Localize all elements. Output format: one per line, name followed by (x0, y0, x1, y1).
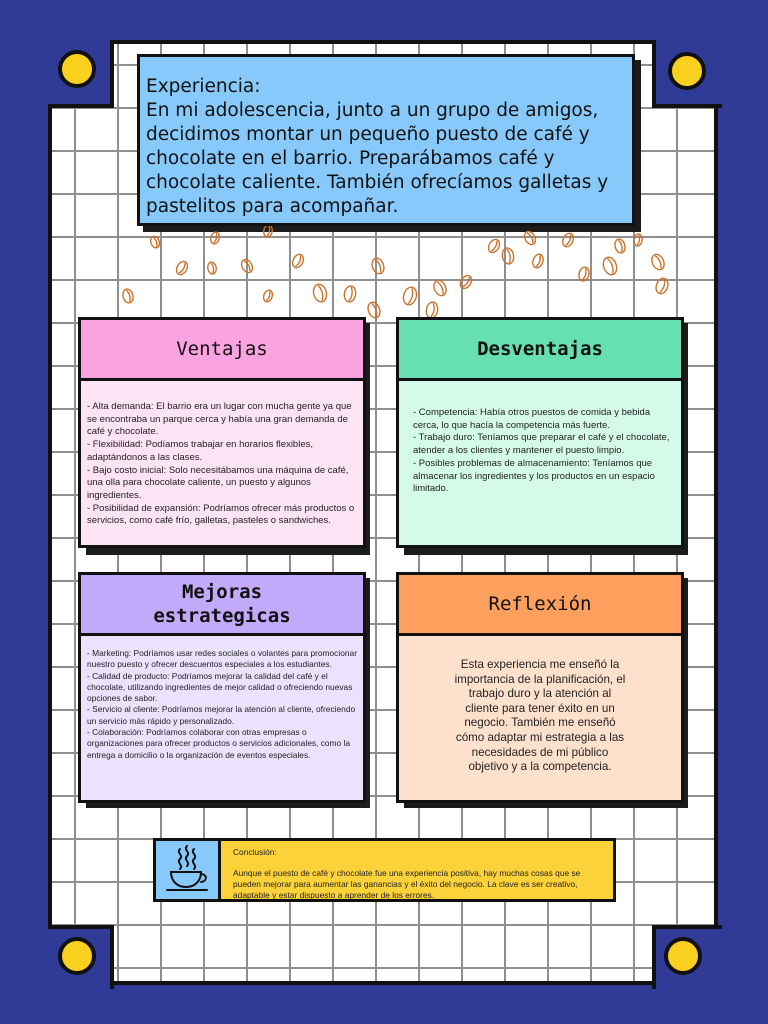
reflexion-body: Esta experiencia me enseñó la importanci… (396, 633, 684, 803)
ventajas-body: - Alta demanda: El barrio era un lugar c… (78, 378, 366, 548)
coffee-bean-icon (526, 232, 534, 244)
desventajas-title: Desventajas (477, 338, 603, 360)
desventajas-header: Desventajas (396, 317, 684, 381)
ventajas-title: Ventajas (176, 338, 268, 360)
reflexion-text: Esta experiencia me enseñó la importanci… (454, 658, 626, 774)
coffee-bean-icon (654, 255, 662, 269)
yellow-dot-icon (58, 50, 96, 88)
coffee-bean-icon (617, 239, 623, 252)
conclusion-label: Conclusión: (233, 847, 277, 857)
coffee-bean-icon (581, 268, 587, 281)
coffee-bean-icon (636, 234, 641, 246)
coffee-bean-icon (262, 289, 274, 303)
conclusion-box: Conclusión: Aunque el puesto de café y c… (218, 838, 616, 902)
list-item: - Posibles problemas de almacenamiento: … (413, 457, 655, 495)
coffee-bean-icon (371, 302, 378, 317)
coffee-bean-icon (532, 253, 544, 269)
coffee-bean-icon (263, 226, 273, 238)
coffee-bean-icon (655, 277, 669, 295)
coffee-bean-icon (606, 257, 614, 274)
coffee-bean-icon (371, 257, 385, 275)
yellow-dot-icon (58, 937, 96, 975)
coffee-bean-icon (178, 262, 186, 274)
coffee-bean-icon (125, 289, 131, 302)
list-item: - Servicio al cliente: Podríamos mejorar… (87, 704, 356, 726)
mejoras-title: Mejoras estrategicas (153, 581, 291, 627)
coffee-bean-icon (659, 279, 666, 294)
coffee-bean-icon (207, 261, 217, 275)
experience-box: Experiencia: En mi adolescencia, junto a… (137, 54, 635, 226)
coffee-bean-icon (265, 291, 271, 302)
list-item: - Bajo costo inicial: Solo necesitábamos… (87, 464, 349, 501)
coffee-bean-icon (375, 258, 382, 273)
coffee-bean-icon (243, 260, 251, 272)
reflexion-header: Reflexión (396, 572, 684, 636)
list-item: - Marketing: Podríamos usar redes social… (87, 648, 357, 670)
coffee-bean-icon (578, 266, 590, 282)
list-item: - Trabajo duro: Teníamos que preparar el… (413, 432, 670, 457)
list-item: - Competencia: Había otros puestos de co… (413, 407, 651, 431)
coffee-bean-icon (402, 286, 418, 306)
desventajas-body: - Competencia: Había otros puestos de co… (396, 378, 684, 548)
coffee-bean-icon (175, 260, 189, 276)
coffee-bean-icon (561, 232, 575, 248)
ventajas-header: Ventajas (78, 317, 366, 381)
coffee-bean-icon (602, 256, 618, 276)
coffee-bean-icon (433, 279, 447, 297)
coffee-bean-icon (523, 230, 537, 246)
list-item: - Alta demanda: El barrio era un lugar c… (87, 401, 352, 438)
coffee-bean-icon (122, 288, 134, 304)
list-item: - Calidad de producto: Podríamos mejorar… (87, 670, 353, 704)
coffee-bean-icon (343, 285, 357, 303)
experience-text: En mi adolescencia, junto a un grupo de … (146, 100, 609, 217)
coffee-bean-icon (565, 234, 572, 247)
coffee-bean-icon (348, 286, 353, 302)
coffee-bean-icon (487, 238, 501, 254)
coffee-bean-icon (633, 233, 643, 247)
coffee-bean-icon (430, 302, 435, 318)
coffee-bean-icon (459, 274, 473, 290)
coffee-bean-icon (614, 238, 626, 254)
coffee-bean-icon (209, 231, 221, 245)
coffee-bean-icon (317, 284, 324, 301)
coffee-bean-icon (213, 232, 218, 244)
list-item: - Colaboración: Podríamos colaborar con … (87, 727, 351, 760)
coffee-bean-icon (312, 283, 328, 303)
list-item: - Flexibilidad: Podíamos trabajar en hor… (87, 439, 313, 463)
coffee-bean-icon (152, 236, 158, 247)
coffee-bean-icon (535, 255, 541, 268)
coffee-beans-icon (122, 226, 669, 319)
mejoras-body: - Marketing: Podríamos usar redes social… (78, 633, 366, 803)
reflexion-title: Reflexión (488, 593, 592, 615)
conclusion-text: Aunque el puesto de café y chocolate fue… (233, 868, 581, 900)
mejoras-header: Mejoras estrategicas (78, 572, 366, 636)
coffee-bean-icon (407, 288, 414, 305)
coffee-cup-icon (166, 845, 208, 891)
coffee-bean-icon (295, 255, 302, 268)
coffee-bean-icon (651, 253, 665, 271)
coffee-bean-icon (291, 253, 305, 269)
coffee-bean-icon (506, 248, 511, 264)
experience-label: Experiencia: (146, 76, 261, 97)
coffee-bean-icon (490, 240, 498, 252)
coffee-cup-icon-box (153, 838, 221, 902)
yellow-dot-icon (668, 52, 706, 90)
coffee-bean-icon (501, 247, 515, 265)
coffee-bean-icon (149, 235, 161, 249)
coffee-bean-icon (462, 277, 471, 288)
coffee-bean-icon (210, 262, 215, 274)
coffee-bean-icon (367, 301, 381, 319)
list-item: - Posibilidad de expansión: Podríamos of… (87, 502, 355, 527)
yellow-dot-icon (664, 937, 702, 975)
coffee-bean-icon (436, 281, 444, 295)
coffee-bean-icon (240, 258, 254, 274)
coffee-bean-icon (266, 226, 271, 237)
